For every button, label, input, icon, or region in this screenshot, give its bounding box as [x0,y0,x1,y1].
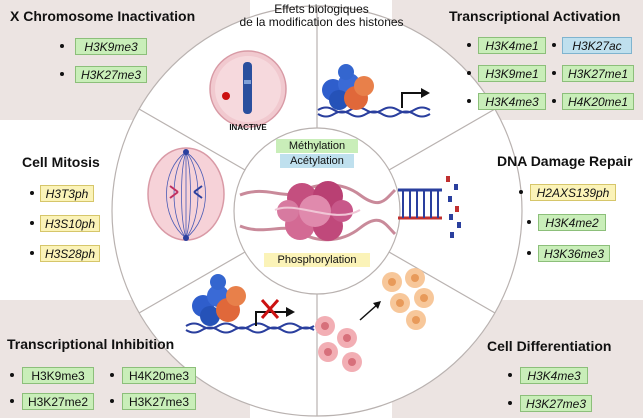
methylation-label: Méthylation [276,139,358,153]
diagram-title: Effets biologiques de la modification de… [0,3,643,29]
bullet [527,251,531,255]
dna-repair-mark: H2AXS139ph [530,184,616,201]
inactive-label: INACTIVE [229,123,267,132]
activation-mark: H3K9me1 [478,65,546,82]
bullet [467,43,471,47]
bullet [60,44,64,48]
cell-differentiation-title: Cell Differentiation [487,338,612,354]
transcriptional-activation-title: Transcriptional Activation [449,8,621,24]
phosphorylation-label: Phosphorylation [264,253,370,267]
cell-mitosis-title: Cell Mitosis [22,154,100,170]
bullet [508,401,512,405]
inhibition-mark: H3K9me3 [22,367,94,384]
mitosis-mark: H3T3ph [40,185,94,202]
mitosis-mark: H3S10ph [40,215,100,232]
transcriptional-inhibition-title: Transcriptional Inhibition [7,336,175,352]
x-inactivation-mark: H3K27me3 [75,66,147,83]
bullet [552,99,556,103]
inhibition-mark: H3K27me2 [22,393,94,410]
dna-repair-mark: H3K36me3 [538,245,610,262]
activation-mark: H3K4me3 [478,93,546,110]
x-inactivation-mark: H3K9me3 [75,38,147,55]
bullet [10,399,14,403]
diagram-title-line-1: Effets biologiques [274,2,369,16]
bullet [60,72,64,76]
activation-mark: H3K4me1 [478,37,546,54]
inactive-x-nucleus-icon: INACTIVE [209,50,287,132]
mitosis-mark: H3S28ph [40,245,100,262]
bullet [30,191,34,195]
bullet [30,251,34,255]
activation-complex-icon [317,64,431,118]
inhibition-mark: H3K27me3 [122,393,196,410]
bullet [519,190,523,194]
inhibition-complex-icon [185,274,315,334]
bullet [110,399,114,403]
bullet [527,220,531,224]
differentiation-mark: H3K27me3 [520,395,592,412]
dna-damage-icon [398,176,461,238]
bullet [110,373,114,377]
activation-mark: H4K20me1 [562,93,634,110]
mitosis-spindle-icon [147,147,225,241]
bullet [10,373,14,377]
cell-differentiation-icon [315,268,434,372]
dna-damage-repair-title: DNA Damage Repair [497,153,633,169]
bullet [508,373,512,377]
acetylation-label: Acétylation [280,154,354,168]
diagram-title-line-2: de la modification des histones [239,15,404,29]
inhibition-mark: H4K20me3 [122,367,196,384]
nucleosome-icon [239,181,397,242]
activation-mark: H3K27ac [562,37,632,54]
bullet [467,99,471,103]
activation-mark: H3K27me1 [562,65,634,82]
bullet [30,221,34,225]
bullet [467,71,471,75]
bullet [552,71,556,75]
differentiation-mark: H3K4me3 [520,367,588,384]
dna-repair-mark: H3K4me2 [538,214,606,231]
bullet [552,43,556,47]
x-inactivation-title: X Chromosome Inactivation [10,8,196,24]
